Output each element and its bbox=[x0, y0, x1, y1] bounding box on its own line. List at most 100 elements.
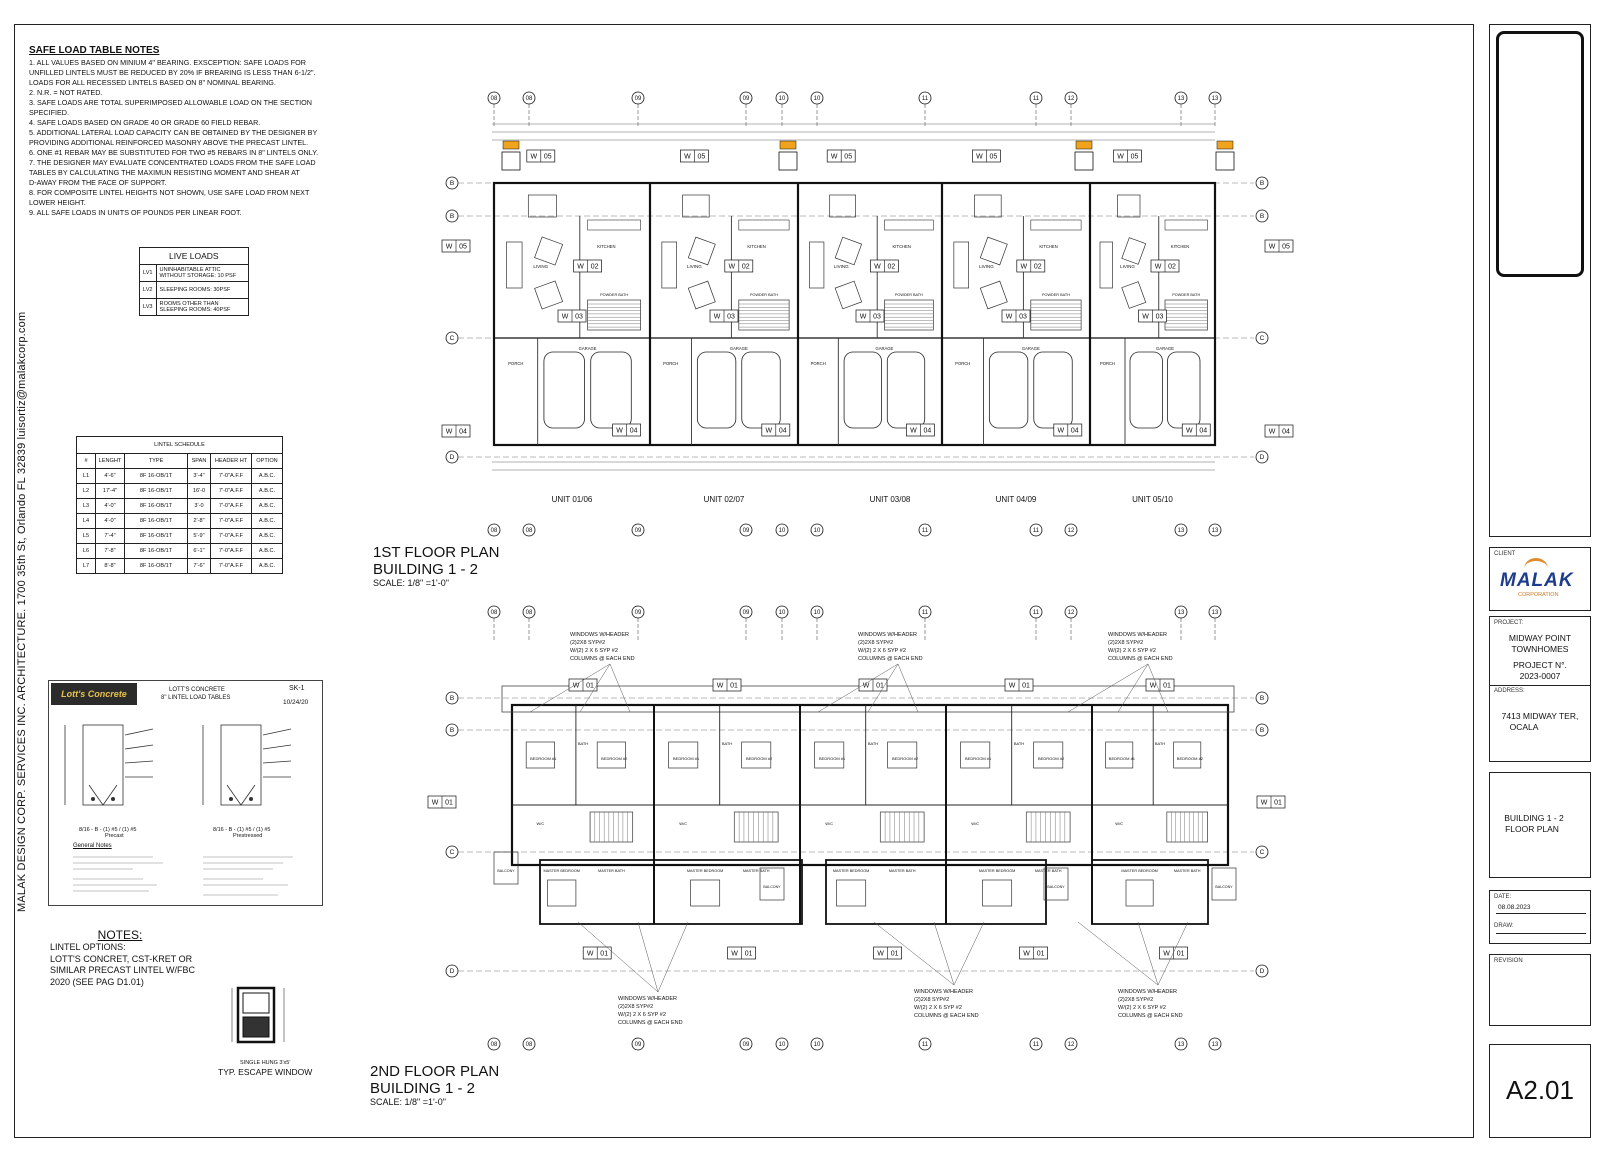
f1-grid-col-label: 13 bbox=[1212, 528, 1219, 534]
f2-window-tag-number: 01 bbox=[730, 683, 738, 690]
floor1-title: 1ST FLOOR PLAN BUILDING 1 - 2 SCALE: 1/8… bbox=[373, 544, 499, 588]
f2-header-note: W/(2) 2 X 6 SYP #2 bbox=[914, 1005, 962, 1011]
lotts-label-right: 8/16 - B - (1) #5 / (1) #5 bbox=[213, 827, 271, 833]
f1-grid-col-bubble bbox=[1064, 91, 1078, 105]
f1-grid-col-label: 11 bbox=[1033, 96, 1040, 102]
f2-grid-col-label: 10 bbox=[779, 1042, 786, 1048]
f1-sofa bbox=[661, 241, 677, 289]
f1-grid-col-bubble bbox=[918, 523, 932, 537]
f2-grid-col-bubble bbox=[631, 605, 645, 619]
f2-leader-line bbox=[637, 921, 659, 993]
f1-grid-col-bubble bbox=[487, 91, 501, 105]
f2-header-note: WINDOWS W/HEADER bbox=[914, 989, 973, 995]
f1-grid-col-bubble bbox=[1174, 523, 1188, 537]
f1-window-tag-letter: W bbox=[910, 428, 917, 435]
f1-stair bbox=[738, 299, 790, 331]
f1-window-tag-letter: W bbox=[1269, 429, 1276, 436]
f1-window-tag-number: 04 bbox=[1282, 429, 1290, 436]
f1-window-tag-number: 03 bbox=[873, 314, 881, 321]
floor1-title-line2: BUILDING 1 - 2 bbox=[373, 561, 479, 578]
f2-grid-col-bubble bbox=[918, 1037, 932, 1051]
f2-grid-row-label: B bbox=[450, 727, 454, 734]
f2-leader-line bbox=[953, 921, 985, 986]
f1-stair bbox=[884, 299, 934, 331]
f2-grid-col-label: 13 bbox=[1178, 1042, 1185, 1048]
f2-rear-wall bbox=[825, 859, 1047, 925]
f1-room-label: LIVING bbox=[1120, 264, 1135, 269]
f1-grid-col-bubble bbox=[775, 91, 789, 105]
f1-window-tag-number: 05 bbox=[1282, 244, 1290, 251]
f2-grid-col-label: 08 bbox=[526, 610, 533, 616]
f2-header-note: (2)2X8 SYP#2 bbox=[570, 640, 605, 646]
tb-project-box: PROJECT: MIDWAY POINT TOWNHOMES PROJECT … bbox=[1489, 616, 1591, 762]
f1-dining-table bbox=[1117, 194, 1141, 218]
f1-window-tag-letter: W bbox=[684, 154, 691, 161]
f2-stair bbox=[733, 811, 779, 843]
tb-stamp-frame bbox=[1496, 31, 1584, 277]
f2-grid-col-label: 13 bbox=[1178, 610, 1185, 616]
f1-window-tag-number: 02 bbox=[742, 264, 750, 271]
f1-room-label: GARAGE bbox=[730, 346, 748, 351]
f1-room-label: PORCH bbox=[508, 361, 523, 366]
notes-line: LOTT'S CONCRET, CST-KRET OR bbox=[50, 953, 193, 964]
lotts-general-notes: General Notes bbox=[73, 843, 112, 849]
lotts-sheet: Lott's Concrete LOTT'S CONCRETE 8" LINTE… bbox=[48, 680, 323, 906]
f1-unit-label: UNIT 02/07 bbox=[704, 495, 745, 504]
tb-revision-box: REVISION bbox=[1489, 954, 1591, 1026]
safe-load-note-line: 2. N.R. = NOT RATED. bbox=[29, 88, 103, 97]
project-no-label: PROJECT N°. bbox=[1513, 660, 1567, 670]
f2-room-label: BEDROOM #1 bbox=[673, 756, 700, 761]
f2-room-label: MASTER BEDROOM bbox=[687, 869, 724, 873]
f1-grid-col-bubble bbox=[1208, 523, 1222, 537]
floor1-scale: SCALE: 1/8" =1'-0" bbox=[373, 578, 449, 588]
f2-grid-row-bubble bbox=[445, 964, 459, 978]
f1-window-tag-letter: W bbox=[765, 428, 772, 435]
f2-grid-col-label: 11 bbox=[1033, 610, 1040, 616]
f1-window-tag-letter: W bbox=[562, 314, 569, 321]
safe-load-note-line: TABLES BY CALCULATING THE MAXIMUN RESIST… bbox=[29, 168, 300, 177]
f1-dining-table bbox=[829, 194, 856, 218]
f2-bed bbox=[525, 741, 555, 769]
f2-grid-col-label: 10 bbox=[814, 1042, 821, 1048]
f2-leader-line bbox=[579, 663, 611, 713]
f2-leader-line bbox=[529, 663, 611, 713]
tb-top-box bbox=[1489, 24, 1591, 537]
f2-grid-col-bubble bbox=[487, 1037, 501, 1051]
f1-window-tag-letter: W bbox=[728, 264, 735, 271]
f1-room-label: KITCHEN bbox=[892, 244, 910, 249]
f1-grid-col-label: 08 bbox=[491, 528, 498, 534]
f1-room-label: LIVING bbox=[533, 264, 548, 269]
f2-bed bbox=[982, 879, 1013, 907]
f1-car bbox=[741, 351, 781, 429]
f1-grid-col-label: 09 bbox=[743, 528, 750, 534]
f1-car bbox=[590, 351, 632, 429]
f1-unit-label: UNIT 04/09 bbox=[996, 495, 1037, 504]
f1-ac-marker bbox=[502, 140, 520, 150]
escape-window-caption2: TYP. ESCAPE WINDOW bbox=[218, 1067, 313, 1077]
f1-window-tag-letter: W bbox=[1269, 244, 1276, 251]
f1-car bbox=[886, 351, 926, 429]
f1-grid-col-label: 10 bbox=[814, 96, 821, 102]
client-logo-swoosh bbox=[1524, 558, 1548, 579]
notes-lines: LINTEL OPTIONS:LOTT'S CONCRET, CST-KRET … bbox=[50, 942, 240, 988]
f2-header-note: WINDOWS W/HEADER bbox=[618, 996, 677, 1002]
f1-grid-col-bubble bbox=[1208, 91, 1222, 105]
f2-grid-col-label: 09 bbox=[743, 1042, 750, 1048]
sheet-number: A2.01 bbox=[1506, 1075, 1574, 1105]
f2-balcony bbox=[493, 851, 519, 885]
f1-counter bbox=[1030, 219, 1082, 231]
f2-header-note: (2)2X8 SYP#2 bbox=[858, 640, 893, 646]
f2-grid-col-bubble bbox=[739, 605, 753, 619]
f2-grid-col-label: 08 bbox=[526, 1042, 533, 1048]
f2-grid-col-label: 08 bbox=[491, 610, 498, 616]
f1-grid-row-bubble bbox=[445, 176, 459, 190]
lotts-label-left: 8/16 - B - (1) #5 / (1) #5 bbox=[79, 827, 137, 833]
f1-grid-col-bubble bbox=[1064, 523, 1078, 537]
safe-load-notes-lines: 1. ALL VALUES BASED ON MINIUM 4" BEARING… bbox=[29, 58, 329, 218]
f2-room-label: MASTER BATH bbox=[1174, 869, 1201, 873]
f2-leader-line bbox=[1147, 663, 1169, 713]
f2-window-tag-letter: W bbox=[573, 683, 580, 690]
f2-grid-col-label: 10 bbox=[779, 610, 786, 616]
f2-window-tag-letter: W bbox=[863, 683, 870, 690]
